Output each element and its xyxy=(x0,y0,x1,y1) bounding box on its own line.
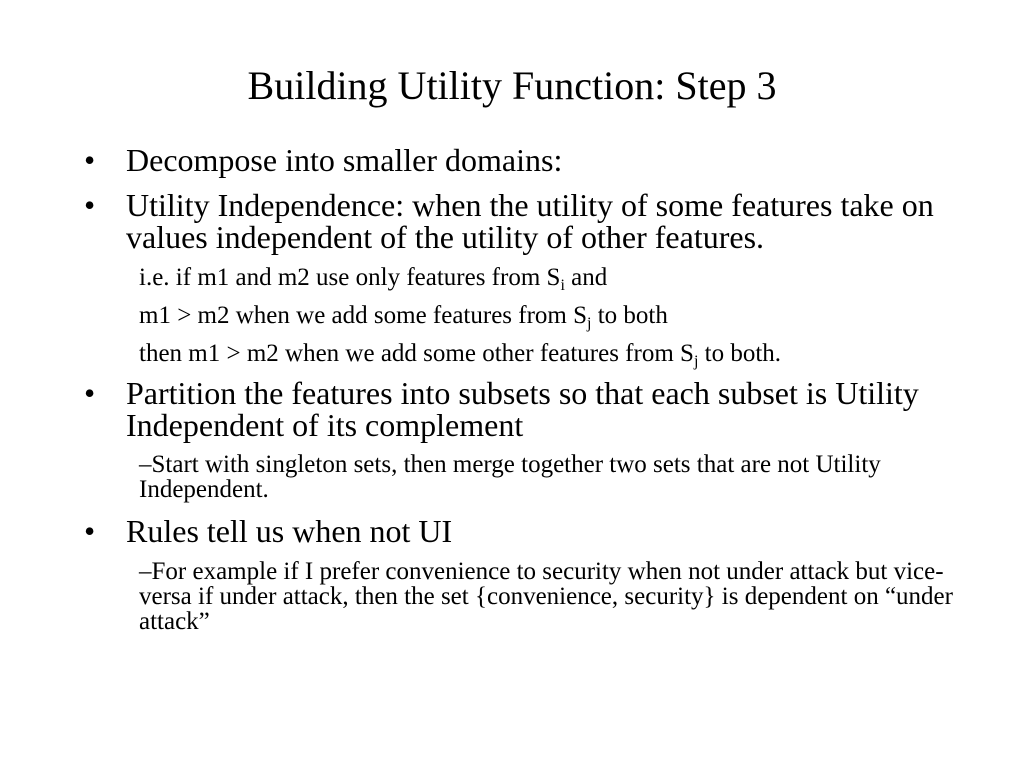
bullet-text: Rules tell us when not UI xyxy=(126,513,453,549)
sub-text-post: to both xyxy=(591,302,668,329)
bullet-text: Utility Independence: when the utility o… xyxy=(126,187,934,255)
slide-title: Building Utility Function: Step 3 xyxy=(247,63,777,108)
bullet-partition: • Partition the features into subsets so… xyxy=(84,377,964,441)
sub-item-singleton: –Start with singleton sets, then merge t… xyxy=(84,452,964,502)
bullet-dot: • xyxy=(84,187,96,223)
bullet-dot: • xyxy=(84,375,96,411)
bullet-text: Decompose into smaller domains: xyxy=(126,142,563,178)
bullet-list: • Decompose into smaller domains: • Util… xyxy=(84,144,964,634)
sub-text: –Start with singleton sets, then merge t… xyxy=(139,451,881,503)
sub-text-post: to both. xyxy=(698,340,782,367)
bullet-decompose: • Decompose into smaller domains: xyxy=(84,144,964,176)
sub-text-post: and xyxy=(564,264,608,291)
subscript: i xyxy=(560,277,565,294)
sub-item-example: –For example if I prefer convenience to … xyxy=(84,559,964,634)
sub-text-pre: i.e. if m1 and m2 use only features from… xyxy=(139,264,561,291)
sub-item-ie: i.e. if m1 and m2 use only features from… xyxy=(84,264,964,294)
sub-text-pre: then m1 > m2 when we add some other feat… xyxy=(139,340,694,367)
bullet-dot: • xyxy=(84,513,96,549)
sub-text-pre: m1 > m2 when we add some features from S xyxy=(139,302,588,329)
subscript: j xyxy=(587,315,592,332)
subscript: j xyxy=(693,353,699,370)
bullet-text: Partition the features into subsets so t… xyxy=(126,375,919,443)
sub-item-then: then m1 > m2 when we add some other feat… xyxy=(84,340,964,370)
bullet-rules: • Rules tell us when not UI xyxy=(84,515,964,547)
bullet-dot: • xyxy=(84,142,96,178)
bullet-utility-independence: • Utility Independence: when the utility… xyxy=(84,189,964,253)
sub-item-m1-gt-m2: m1 > m2 when we add some features from S… xyxy=(84,302,964,332)
sub-text: –For example if I prefer convenience to … xyxy=(139,558,953,635)
